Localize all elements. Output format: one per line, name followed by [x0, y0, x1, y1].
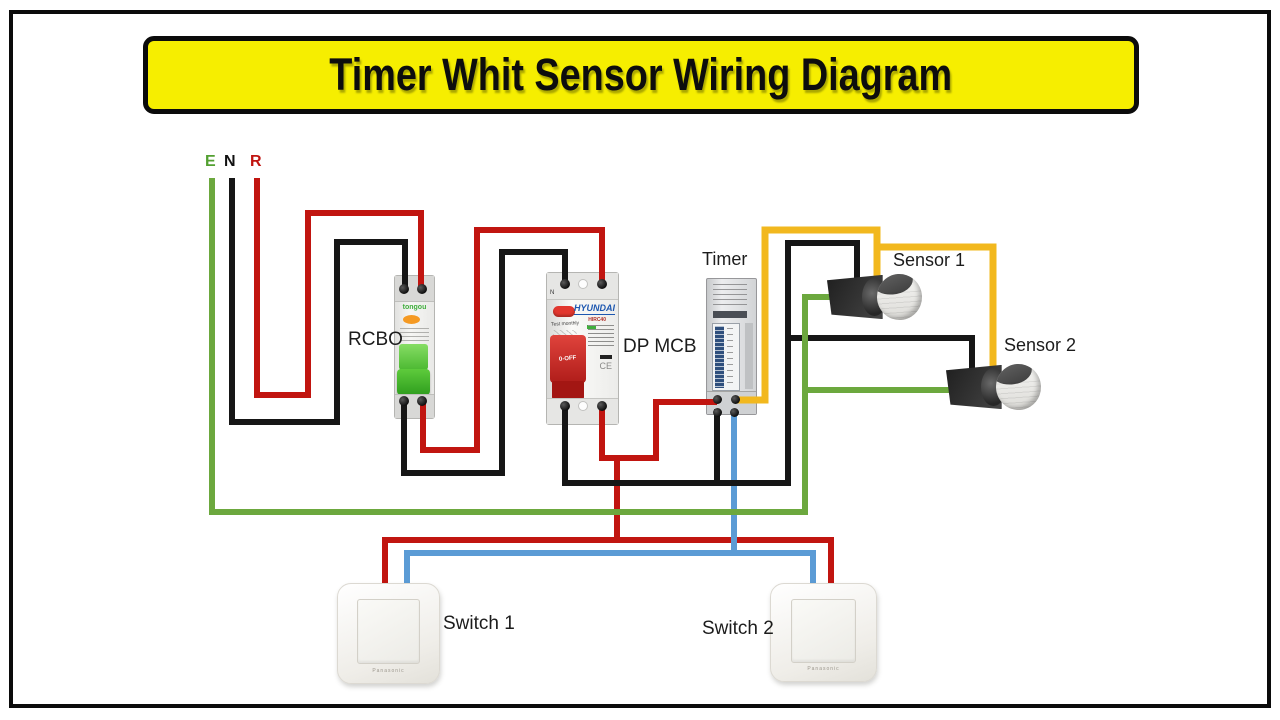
label-neutral: N [224, 153, 236, 170]
rcbo-top-terminal-block [395, 276, 434, 302]
sensor1-label: Sensor 1 [893, 250, 966, 270]
mcb-n-mark-top: N [550, 290, 555, 296]
pir-sensor-2 [946, 362, 1043, 412]
pir-sensor-1 [827, 272, 924, 322]
sensor2-dome [994, 362, 1043, 412]
wire-yellow-sensor2-branch [877, 243, 997, 369]
mcb-model-text: HIRC40 [588, 317, 606, 323]
rcbo-terminal-screw [399, 396, 409, 406]
mcb-terminal-screw [597, 401, 607, 411]
timer-side-panel [745, 323, 753, 389]
switch1-label: Switch 1 [443, 613, 515, 634]
timer-dial [712, 323, 740, 391]
switch1-brand: Panasonic [372, 668, 405, 675]
outer-frame [9, 10, 1271, 708]
sensor2-label: Sensor 2 [1004, 335, 1077, 355]
timer-terminal-screw [713, 395, 722, 404]
mcb-test-button [553, 306, 575, 317]
timer-dial-segments [715, 326, 724, 388]
wire-blue-switch-bus [404, 550, 816, 589]
wire-neutral-rcbo-to-mcb [401, 249, 568, 476]
rcbo-logo-oval [403, 315, 420, 324]
rcbo-spec-lines [400, 328, 429, 341]
mcb-ce-mark: CE [599, 361, 612, 371]
switch2-rocker [790, 598, 856, 663]
wall-switch-2: Panasonic [770, 583, 877, 682]
mcb-spec-lines [588, 325, 614, 349]
rcbo-brand-text: tongou [402, 304, 427, 311]
mcb-terminal-screw [560, 279, 570, 289]
timer-terminal-screw [713, 408, 722, 417]
wire-neutral-sensor2-branch [788, 335, 975, 369]
rcbo-label: RCBO [348, 329, 403, 350]
wire-live-mcb-to-timer [599, 399, 717, 461]
rcbo-terminal-screw [417, 284, 427, 294]
wire-earth-feed-to-sensor1 [209, 178, 832, 515]
wire-neutral-feed-to-rcbo [229, 178, 408, 425]
switch2-brand: Panasonic [807, 666, 840, 673]
label-live: R [250, 153, 262, 170]
mcb-black-bar [600, 355, 612, 359]
timer-spec-lines [713, 284, 747, 307]
rcbo-device: tongou [394, 275, 435, 419]
title-banner: Timer Whit Sensor Wiring Diagram [143, 36, 1139, 114]
rcbo-lever-handle [397, 369, 430, 395]
label-earth: E [205, 153, 216, 170]
mcb-indicator-dot [578, 401, 588, 411]
mcb-indicator-dot [578, 279, 588, 289]
switch1-rocker [357, 598, 420, 665]
switch2-label: Switch 2 [702, 618, 774, 639]
wire-live-feed-to-rcbo [254, 178, 424, 398]
wall-switch-1: Panasonic [337, 583, 440, 684]
timer-label: Timer [702, 249, 748, 269]
wire-live-rcbo-to-mcb [420, 227, 605, 453]
timer-terminal-screw [731, 395, 740, 404]
rcbo-terminal-screw [399, 284, 409, 294]
wire-live-switch-bus [382, 537, 834, 589]
mcb-lever-base [552, 381, 584, 399]
mcb-brand-text: HYUNDAI [573, 303, 615, 315]
mcb-terminal-screw [597, 279, 607, 289]
timer-dial-scale [727, 328, 733, 386]
sensor1-dome [875, 272, 924, 322]
wire-neutral-mcb-to-sensor1 [562, 240, 860, 486]
mcb-terminal-screw [560, 401, 570, 411]
dp-mcb-label: DP MCB [623, 336, 697, 357]
rcbo-terminal-screw [417, 396, 427, 406]
timer-terminal-screw [730, 408, 739, 417]
mcb-lever: 0-OFF [550, 335, 586, 383]
diagram-title: Timer Whit Sensor Wiring Diagram [329, 49, 953, 100]
timer-label-bar [713, 311, 747, 318]
rcbo-lever-upper [399, 344, 428, 370]
